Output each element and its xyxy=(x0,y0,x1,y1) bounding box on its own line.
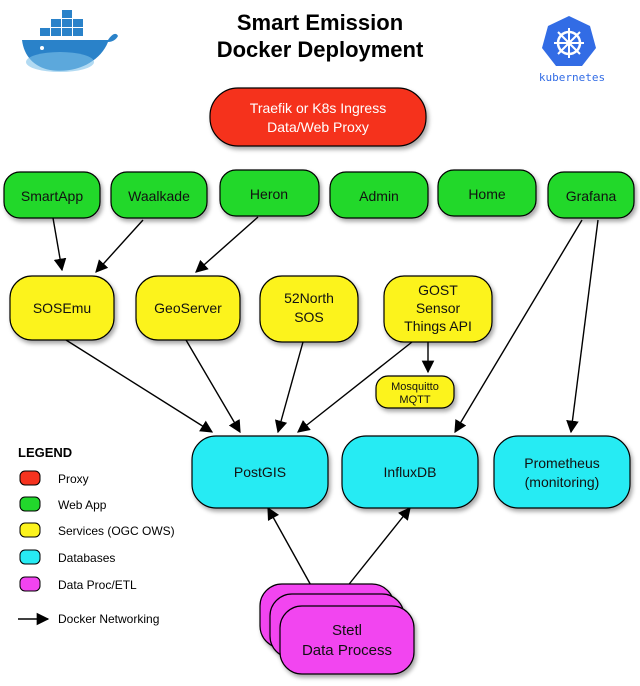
legend-label-proxy: Proxy xyxy=(58,472,89,486)
node-grafana-label: Grafana xyxy=(566,188,617,204)
node-postgis: PostGIS xyxy=(191,435,329,509)
node-home-label: Home xyxy=(468,186,506,202)
node-influxdb-label: InfluxDB xyxy=(384,464,437,480)
node-gost-line1: GOST xyxy=(418,282,458,298)
node-admin-label: Admin xyxy=(359,188,399,204)
network-arrows xyxy=(52,216,599,599)
legend: LEGEND Proxy Web App Services (OGC OWS) … xyxy=(18,445,175,626)
diagram-title-line1: Smart Emission xyxy=(237,10,403,35)
legend-label-services: Services (OGC OWS) xyxy=(58,524,175,538)
node-52north: 52North SOS xyxy=(259,275,359,343)
node-gost-line3: Things API xyxy=(404,318,472,334)
legend-title: LEGEND xyxy=(18,445,72,460)
node-stetl-line1: Stetl xyxy=(332,622,362,639)
node-prometheus: Prometheus (monitoring) xyxy=(493,435,631,509)
node-52north-line1: 52North xyxy=(284,290,334,306)
node-prometheus-line2: (monitoring) xyxy=(525,474,600,490)
legend-label-networking: Docker Networking xyxy=(58,612,159,626)
kubernetes-label: kubernetes xyxy=(539,71,605,84)
arrow-stetl-influxdb xyxy=(337,507,411,599)
node-home: Home xyxy=(437,169,537,217)
node-gost: GOST Sensor Things API xyxy=(383,275,493,343)
node-heron-label: Heron xyxy=(250,186,288,202)
arrow-geoserver-postgis xyxy=(185,339,241,434)
arrow-waalkade-sosemu xyxy=(95,219,144,273)
legend-swatch-etl xyxy=(19,576,41,592)
node-postgis-label: PostGIS xyxy=(234,464,286,480)
legend-swatch-webapp xyxy=(19,496,41,512)
arrow-heron-geoserver xyxy=(195,216,259,273)
node-mosquitto-line2: MQTT xyxy=(399,394,430,406)
node-proxy-line1: Traefik or K8s Ingress xyxy=(250,100,386,116)
node-geoserver-label: GeoServer xyxy=(154,300,222,316)
legend-label-etl: Data Proc/ETL xyxy=(58,578,137,592)
diagram-title-line2: Docker Deployment xyxy=(217,37,424,62)
node-gost-line2: Sensor xyxy=(416,300,461,316)
node-influxdb: InfluxDB xyxy=(341,435,479,509)
node-stetl-stack: Stetl Data Process xyxy=(259,583,415,675)
node-mosquitto: Mosquitto MQTT xyxy=(375,375,455,409)
node-geoserver: GeoServer xyxy=(135,275,241,341)
node-proxy: Traefik or K8s Ingress Data/Web Proxy xyxy=(209,87,427,147)
legend-swatch-databases xyxy=(19,549,41,565)
arrow-stetl-postgis xyxy=(267,506,319,599)
node-prometheus-line1: Prometheus xyxy=(524,455,599,471)
node-sosemu-label: SOSEmu xyxy=(33,300,91,316)
node-52north-line2: SOS xyxy=(294,309,324,325)
legend-swatch-services xyxy=(19,522,41,538)
node-waalkade-label: Waalkade xyxy=(128,188,190,204)
legend-swatch-proxy xyxy=(19,470,41,486)
node-heron: Heron xyxy=(219,169,320,217)
node-proxy-line2: Data/Web Proxy xyxy=(267,119,369,135)
node-admin: Admin xyxy=(329,171,429,219)
arrow-smartapp-sosemu xyxy=(52,217,67,272)
arrow-52north-postgis xyxy=(274,341,304,434)
node-grafana: Grafana xyxy=(547,171,635,219)
arrow-grafana-prometheus xyxy=(566,219,599,434)
docker-whale-logo-icon xyxy=(22,10,118,72)
legend-label-webapp: Web App xyxy=(58,498,107,512)
arrow-sosemu-postgis xyxy=(65,339,214,433)
node-stetl-line2: Data Process xyxy=(302,642,392,659)
legend-label-databases: Databases xyxy=(58,551,115,565)
node-smartapp: SmartApp xyxy=(3,171,101,219)
arrow-grafana-influxdb xyxy=(454,219,583,434)
node-sosemu: SOSEmu xyxy=(9,275,115,341)
node-waalkade: Waalkade xyxy=(110,171,208,219)
node-smartapp-label: SmartApp xyxy=(21,188,83,204)
node-mosquitto-line1: Mosquitto xyxy=(391,381,439,393)
kubernetes-logo-icon xyxy=(542,16,596,66)
arrow-gost-postgis xyxy=(297,341,413,433)
